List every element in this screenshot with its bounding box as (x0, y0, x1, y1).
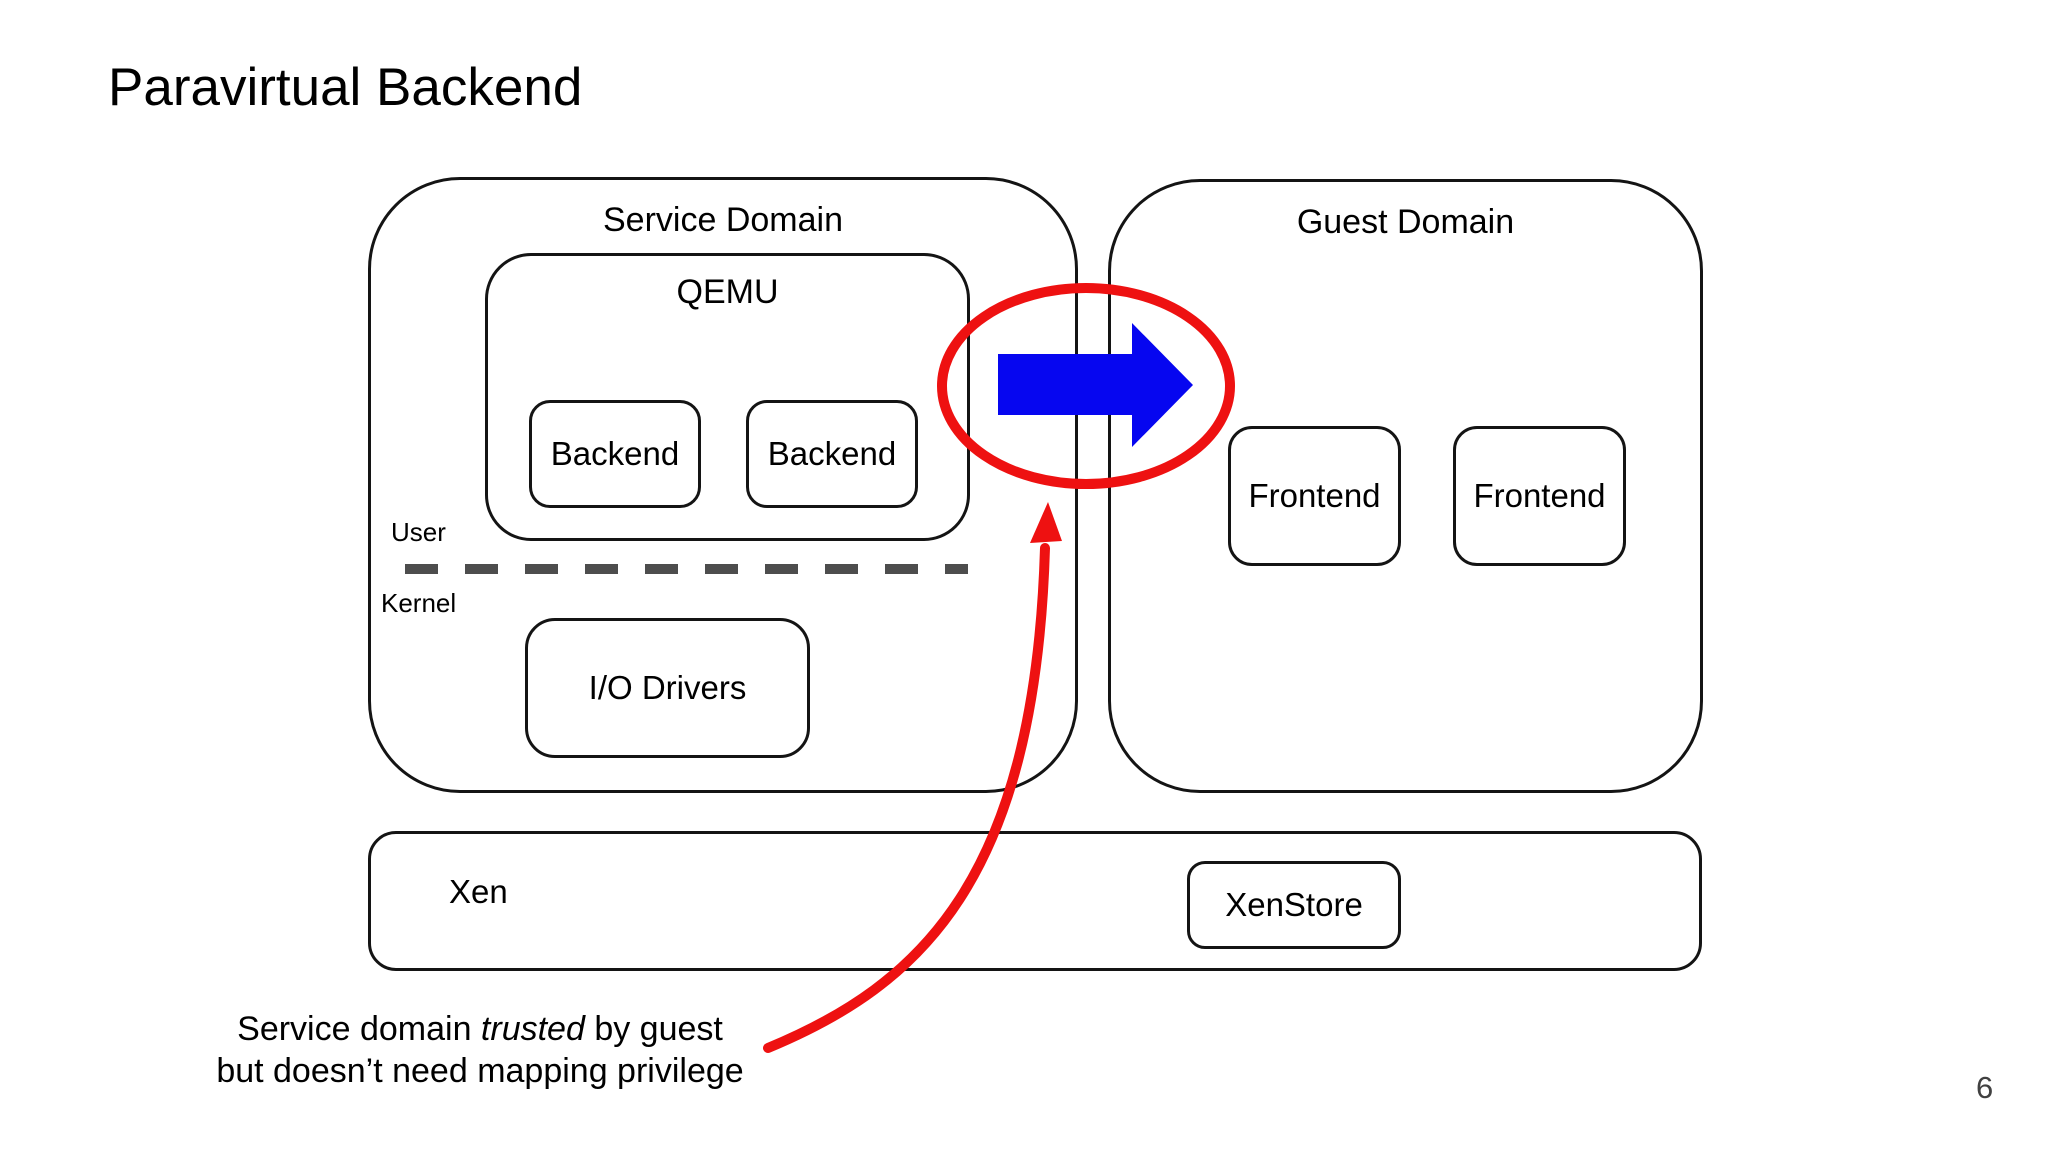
frontend-box-1: Frontend (1228, 426, 1401, 566)
backend-label-2: Backend (767, 435, 897, 472)
frontend-label-2: Frontend (1473, 477, 1606, 514)
xenstore-box: XenStore (1187, 861, 1401, 949)
kernel-space-label: Kernel (381, 588, 457, 618)
slide-title: Paravirtual Backend (108, 58, 583, 117)
service-domain-box: Service Domain QEMU Backend Backend User… (368, 177, 1078, 793)
xen-bar: Xen XenStore (368, 831, 1702, 971)
guest-domain-label: Guest Domain (1296, 203, 1515, 241)
backend-box-2: Backend (746, 400, 918, 508)
io-drivers-label: I/O Drivers (588, 669, 747, 706)
annotation-text: Service domain trusted by guest but does… (180, 1008, 780, 1092)
annotation-line-1: Service domain trusted by guest (237, 1010, 723, 1048)
xenstore-label: XenStore (1225, 886, 1363, 923)
backend-box-1: Backend (529, 400, 701, 508)
xen-label: Xen (449, 873, 508, 910)
service-domain-label: Service Domain (603, 201, 843, 239)
user-space-label: User (391, 517, 446, 547)
guest-domain-box: Guest Domain Frontend Frontend (1108, 179, 1703, 793)
annotation-line-2: but doesn’t need mapping privilege (216, 1052, 744, 1090)
io-drivers-box: I/O Drivers (525, 618, 810, 758)
qemu-label: QEMU (676, 273, 779, 311)
backend-label-1: Backend (550, 435, 680, 472)
qemu-box: QEMU Backend Backend (485, 253, 970, 541)
page-number: 6 (1976, 1070, 1994, 1105)
annotation-italic-word: trusted (480, 1010, 585, 1048)
user-kernel-divider (405, 564, 968, 574)
frontend-label-1: Frontend (1248, 477, 1381, 514)
frontend-box-2: Frontend (1453, 426, 1626, 566)
